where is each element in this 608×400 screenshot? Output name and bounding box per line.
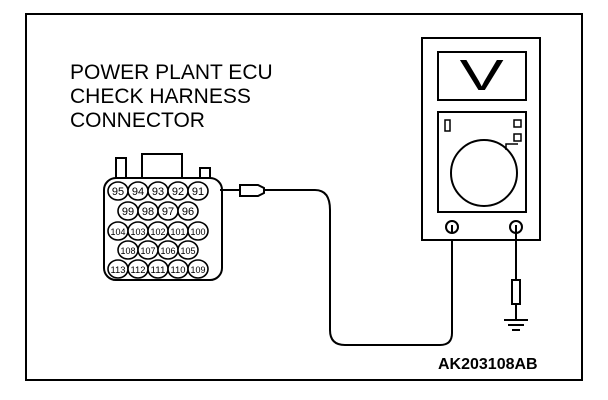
connector-pin-105: [177, 240, 199, 260]
connector-pin-label-106: 106: [161, 246, 176, 256]
connector-pin-label-103: 103: [131, 227, 146, 237]
reference-code: AK203108AB: [438, 356, 538, 373]
connector-tab-left: [115, 157, 127, 179]
connector-pin-label-98: 98: [142, 206, 154, 218]
connector-pin-group: 95 94 93 92 91 99 98 97 96 104 103 102 101 100 108 107 1…: [107, 181, 209, 279]
connector-pin-91: [187, 181, 209, 201]
ground-lead: [504, 232, 528, 331]
connector-pin-label-105: 105: [181, 246, 196, 256]
connector-pin-label-100: 100: [191, 227, 206, 237]
meter-display: [437, 51, 527, 101]
multimeter: [421, 37, 541, 241]
connector-latch: [141, 153, 183, 179]
meter-dial: [450, 139, 518, 207]
meter-mode-text: V: [459, 51, 505, 100]
connector-pin-label-97: 97: [162, 206, 174, 218]
meter-switch-right-mid: [513, 133, 522, 142]
connector-pin-label-99: 99: [122, 206, 134, 218]
meter-dial-pointer: [505, 143, 518, 150]
probe-red: [220, 184, 453, 346]
diagram-frame: [25, 13, 583, 381]
connector-pin-100: [187, 221, 209, 241]
connector-pin-label-108: 108: [121, 246, 136, 256]
connector-pin-label-109: 109: [191, 265, 206, 275]
connector-pin-109: [187, 259, 209, 279]
probe-cable: [264, 189, 453, 346]
connector-pin-label-107: 107: [141, 246, 156, 256]
title-line-3: CONNECTOR: [70, 109, 205, 132]
connector-pin-96: [177, 201, 199, 221]
connector-pin-label-110: 110: [171, 265, 186, 275]
connector-pin-label-111: 111: [151, 265, 166, 275]
connector-pin-label-94: 94: [132, 186, 144, 198]
connector-pin-label-113: 113: [111, 265, 126, 275]
connector-pin-label-91: 91: [192, 186, 204, 198]
probe-tip: [239, 184, 265, 197]
ground-probe: [511, 279, 521, 305]
connector-pin-label-101: 101: [171, 227, 186, 237]
connector-pin-label-96: 96: [182, 206, 194, 218]
meter-mode-symbol: V: [438, 52, 526, 100]
title-line-2: CHECK HARNESS: [70, 85, 251, 108]
connector-pin-label-92: 92: [172, 186, 184, 198]
connector-pin-label-93: 93: [152, 186, 164, 198]
meter-switch-left: [444, 119, 451, 132]
ecu-connector: 95 94 93 92 91 99 98 97 96 104 103 102 101 100 108 107 1…: [103, 153, 223, 281]
connector-pin-label-112: 112: [131, 265, 146, 275]
title-line-1: POWER PLANT ECU: [70, 61, 273, 84]
connector-pin-label-102: 102: [151, 227, 166, 237]
meter-switch-right-top: [513, 119, 522, 128]
connector-pin-label-95: 95: [112, 186, 124, 198]
connector-pin-label-104: 104: [111, 227, 126, 237]
